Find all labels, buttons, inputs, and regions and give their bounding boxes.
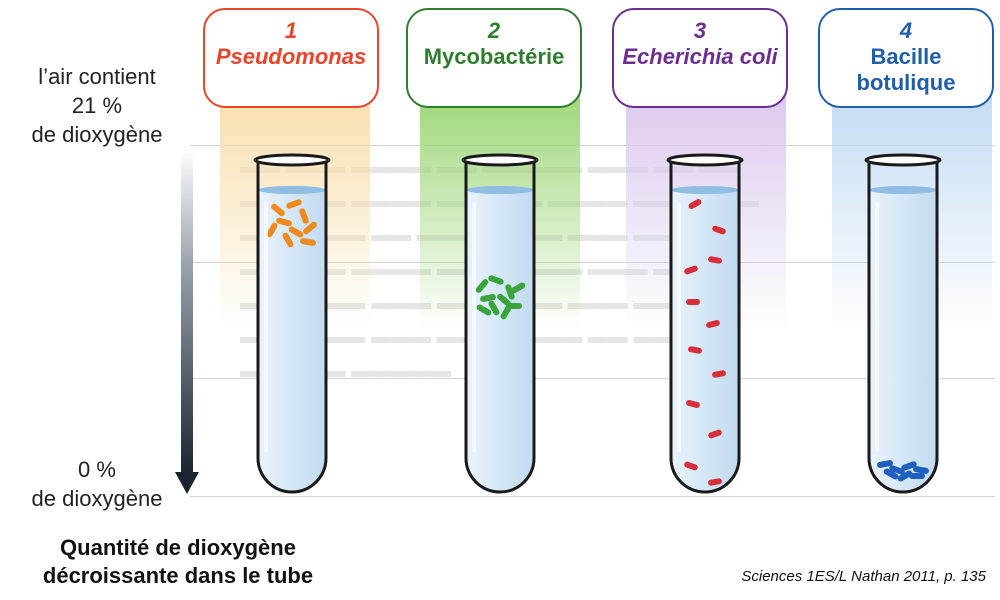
tube-outline: [256, 160, 328, 494]
bacterium: [877, 460, 893, 468]
bacterium: [883, 468, 899, 480]
figure-caption: Quantité de dioxygène décroissante dans …: [18, 534, 338, 590]
bacterium: [286, 199, 302, 209]
label-line: l’air contient: [38, 64, 156, 89]
tube-highlight: [875, 202, 879, 452]
organism-name: Bacille: [870, 44, 942, 69]
bacterium: [271, 203, 285, 217]
horizontal-rule: [190, 145, 995, 146]
bacterium: [299, 208, 309, 224]
tube-liquid: [869, 190, 937, 492]
bacterium: [688, 199, 702, 209]
liquid-surface: [671, 186, 739, 194]
horizontal-rule: [190, 496, 995, 497]
oxygen-top-label: l’air contient 21 % de dioxygène: [8, 62, 186, 149]
liquid-surface: [258, 186, 326, 194]
bacterium: [303, 221, 317, 235]
organism-number: 2: [487, 18, 501, 43]
bacterium: [497, 293, 511, 307]
bacterium: [909, 473, 925, 479]
label-line: 0 %: [78, 457, 116, 482]
oxygen-bottom-label: 0 % de dioxygène: [8, 455, 186, 513]
bacterium: [684, 265, 698, 275]
tube-rim: [864, 153, 942, 167]
organism-card-4: 4 Bacille botulique: [818, 8, 994, 108]
bacterium: [488, 300, 500, 316]
horizontal-rule: [190, 378, 995, 379]
tube-liquid: [466, 190, 534, 492]
organism-number: 3: [693, 18, 707, 43]
label-line: de dioxygène: [31, 486, 163, 511]
label-line: 21 %: [71, 93, 123, 118]
bacterium: [288, 226, 304, 238]
tube-rim: [253, 153, 331, 167]
bacterium: [505, 284, 515, 300]
bacterium: [897, 470, 913, 482]
bacterium: [901, 461, 917, 471]
test-tube-2: [461, 153, 539, 494]
bacterium: [282, 232, 294, 248]
bacterium: [712, 370, 726, 378]
bacterium: [300, 238, 316, 246]
tube-outline: [669, 160, 741, 494]
bacterium: [708, 478, 722, 486]
bacterium: [708, 256, 722, 264]
organism-name-line2: botulique: [856, 70, 956, 95]
bacterium: [688, 346, 702, 354]
liquid-surface: [869, 186, 937, 194]
bacterium: [712, 225, 726, 235]
label-line: de dioxygène: [31, 122, 163, 147]
test-tube-4: [864, 153, 942, 494]
bacterium: [276, 217, 292, 227]
organism-number: 4: [899, 18, 913, 43]
organism-card-2: 2 Mycobactérie: [406, 8, 582, 108]
tube-liquid: [258, 190, 326, 492]
organism-card-3: 3 Echerichia coli: [612, 8, 788, 108]
bacterium: [708, 429, 722, 439]
source-citation: Sciences 1ES/L Nathan 2011, p. 135: [741, 568, 986, 585]
liquid-surface: [466, 186, 534, 194]
bacterium: [889, 465, 905, 475]
bacterium: [686, 399, 700, 409]
bacterium: [686, 299, 700, 305]
tube-outline: [464, 160, 536, 494]
bacterium: [488, 275, 504, 285]
organism-card-1: 1 Pseudomonas: [203, 8, 379, 108]
bacterium: [500, 304, 512, 320]
caption-line: Quantité de dioxygène: [60, 535, 296, 560]
organism-name: Pseudomonas: [215, 44, 367, 69]
bacterium: [684, 461, 698, 471]
caption-line: décroissante dans le tube: [42, 563, 314, 588]
test-tube-3: [666, 153, 744, 494]
tube-liquid: [671, 190, 739, 492]
organism-number: 1: [284, 18, 298, 43]
bacterium: [266, 222, 278, 238]
bacterium: [480, 294, 496, 302]
tube-rim: [461, 153, 539, 167]
organism-name: Mycobactérie: [423, 44, 565, 69]
tube-highlight: [472, 202, 476, 452]
tube-outline: [867, 160, 939, 494]
bacterium: [510, 282, 526, 294]
bacterium: [476, 304, 492, 316]
bacterium: [475, 279, 489, 293]
test-tube-1: [253, 153, 331, 494]
tube-highlight: [264, 202, 268, 452]
organism-name: Echerichia coli: [622, 44, 778, 69]
horizontal-rule: [190, 262, 995, 263]
tube-rim: [666, 153, 744, 167]
oxygen-gradient-arrow: [175, 150, 199, 494]
bacterium: [913, 466, 929, 474]
bacterium: [706, 319, 720, 329]
tube-highlight: [677, 202, 681, 452]
